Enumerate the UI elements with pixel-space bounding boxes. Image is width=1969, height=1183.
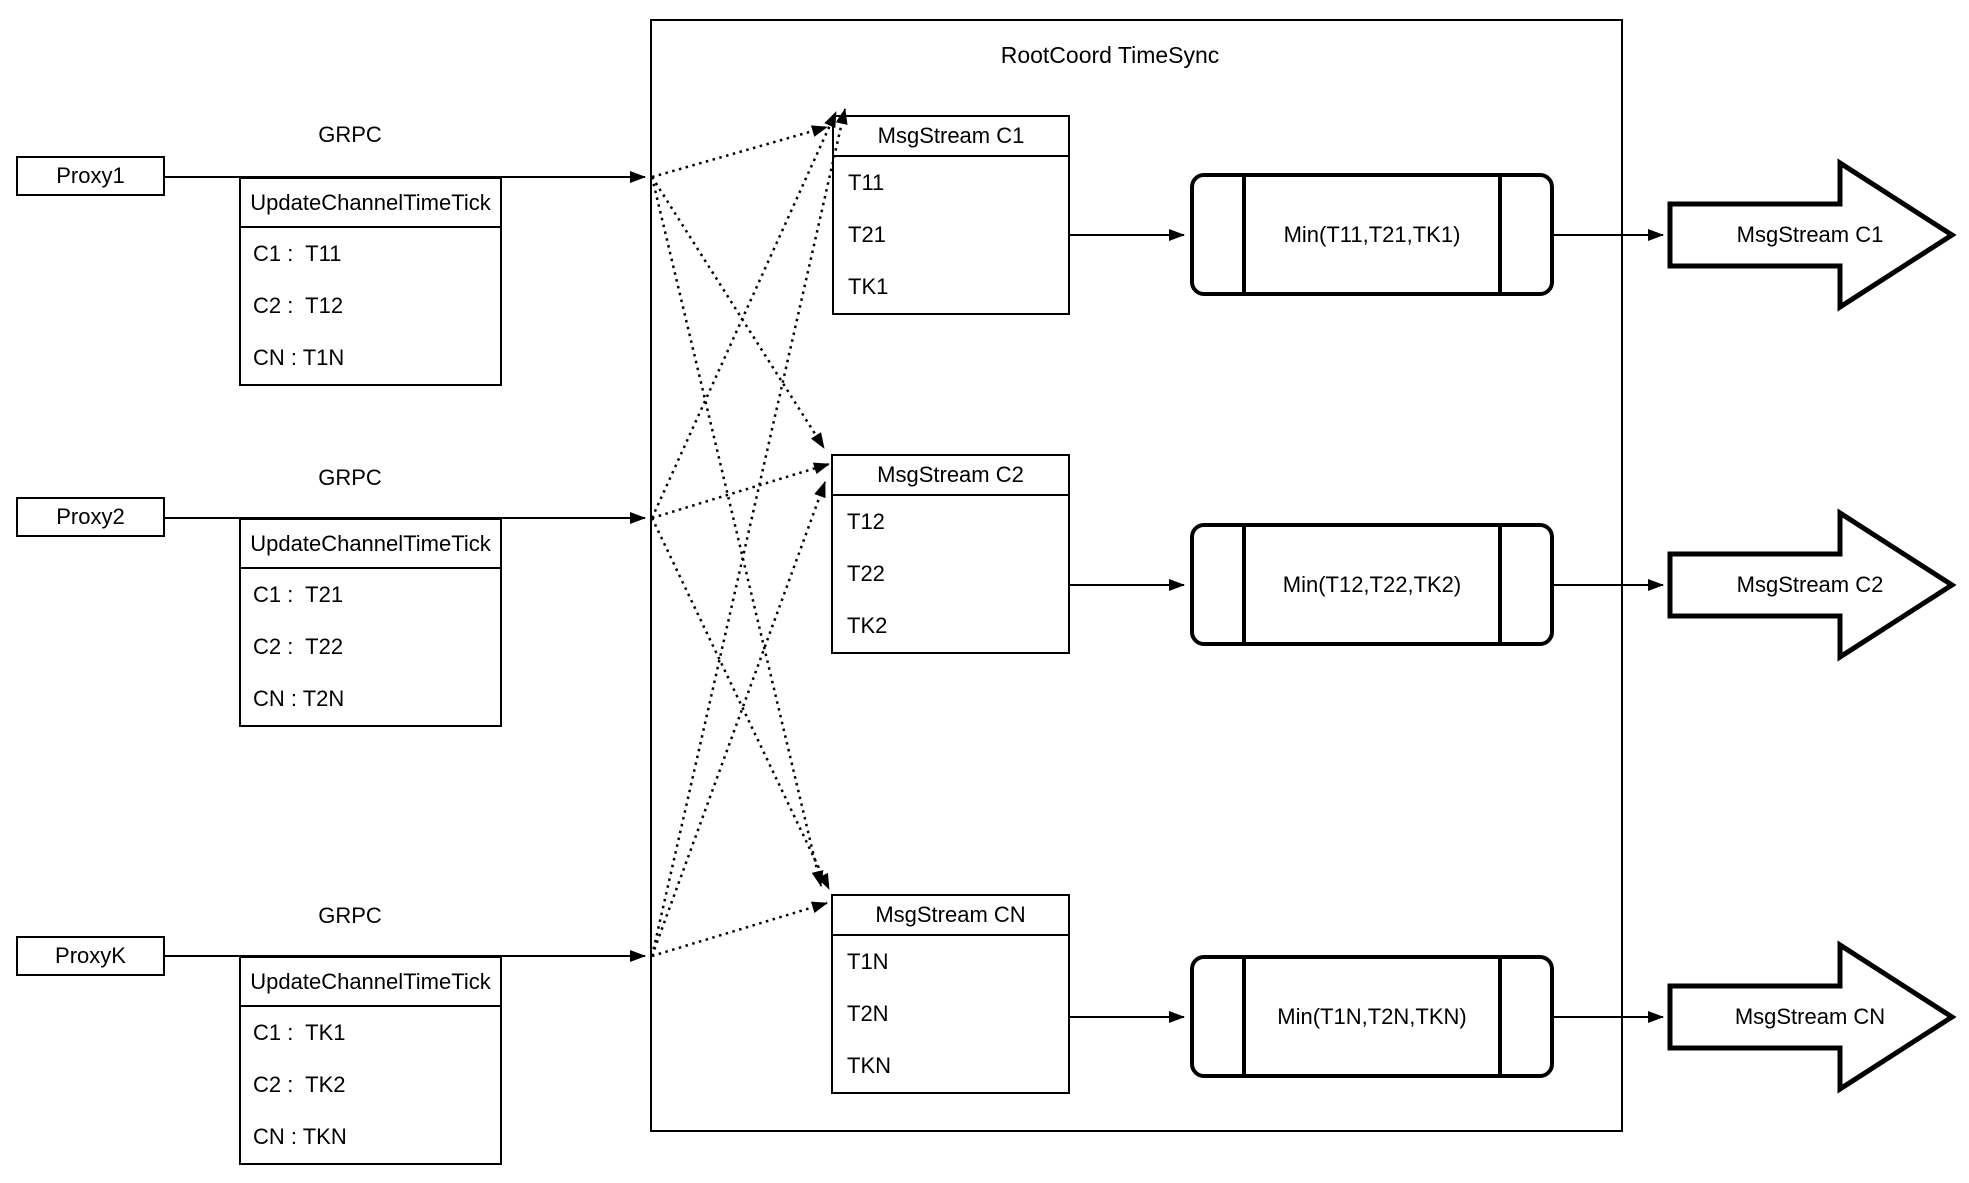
update-channel-table-2: UpdateChannelTimeTick C1 : T21 C2 : T22 …: [239, 518, 502, 727]
update-channel-header-3: UpdateChannelTimeTick: [241, 958, 500, 1007]
min-separator: [1498, 527, 1502, 642]
stream-row: TK1: [848, 274, 889, 299]
grpc-label-3: GRPC: [318, 903, 382, 928]
stream-row: T21: [848, 222, 886, 247]
tick-row: CN : T1N: [253, 345, 345, 370]
tick-row: C2 : T22: [253, 634, 344, 659]
stream-row: TKN: [847, 1053, 891, 1078]
min-node-1: Min(T11,T21,TK1): [1190, 173, 1554, 296]
grpc-label-2: GRPC: [318, 465, 382, 490]
tick-row: C2 : T12: [253, 293, 344, 318]
msgstream-table-cn: MsgStream CN T1N T2N TKN: [831, 894, 1070, 1094]
stream-row: T1N: [847, 949, 889, 974]
min-separator: [1242, 527, 1246, 642]
grpc-label-1: GRPC: [318, 122, 382, 147]
stream-row: T12: [847, 509, 885, 534]
min-separator: [1498, 959, 1502, 1074]
msgstream-table-c2: MsgStream C2 T12 T22 TK2: [831, 454, 1070, 654]
msgstream-header-c2: MsgStream C2: [833, 456, 1068, 496]
proxy1-label: Proxy1: [56, 163, 125, 188]
min-separator: [1242, 177, 1246, 292]
update-channel-header-2: UpdateChannelTimeTick: [241, 520, 500, 569]
stream-row: T2N: [847, 1001, 889, 1026]
update-channel-header-1: UpdateChannelTimeTick: [241, 179, 500, 228]
tick-row: C2 : TK2: [253, 1072, 346, 1097]
min-node-2: Min(T12,T22,TK2): [1190, 523, 1554, 646]
tick-row: CN : T2N: [253, 686, 345, 711]
rootcoord-title: RootCoord TimeSync: [1000, 42, 1220, 68]
update-channel-table-3: UpdateChannelTimeTick C1 : TK1 C2 : TK2 …: [239, 956, 502, 1165]
stream-row: T11: [848, 170, 885, 195]
update-channel-table-1: UpdateChannelTimeTick C1 : T11 C2 : T12 …: [239, 177, 502, 386]
out-arrow-label-c1: MsgStream C1: [1736, 222, 1884, 247]
tick-row: C1 : T11: [253, 241, 342, 266]
msgstream-header-cn: MsgStream CN: [833, 896, 1068, 936]
stream-row: T22: [847, 561, 885, 586]
stream-row: TK2: [847, 613, 888, 638]
proxyk-label: ProxyK: [55, 943, 126, 968]
out-arrow-label-c2: MsgStream C2: [1736, 572, 1884, 597]
tick-row: C1 : TK1: [253, 1020, 346, 1045]
tick-row: C1 : T21: [253, 582, 344, 607]
min-label-2: Min(T12,T22,TK2): [1282, 571, 1462, 597]
proxy1-box: Proxy1: [16, 156, 165, 196]
min-separator: [1242, 959, 1246, 1074]
proxy2-box: Proxy2: [16, 497, 165, 537]
out-arrow-label-cn: MsgStream CN: [1734, 1004, 1886, 1029]
min-separator: [1498, 177, 1502, 292]
tick-row: CN : TKN: [253, 1124, 347, 1149]
msgstream-header-c1: MsgStream C1: [834, 117, 1068, 157]
proxyk-box: ProxyK: [16, 936, 165, 976]
min-label-3: Min(T1N,T2N,TKN): [1277, 1003, 1467, 1029]
min-node-3: Min(T1N,T2N,TKN): [1190, 955, 1554, 1078]
proxy2-label: Proxy2: [56, 504, 125, 529]
msgstream-table-c1: MsgStream C1 T11 T21 TK1: [832, 115, 1070, 315]
min-label-1: Min(T11,T21,TK1): [1283, 221, 1461, 247]
